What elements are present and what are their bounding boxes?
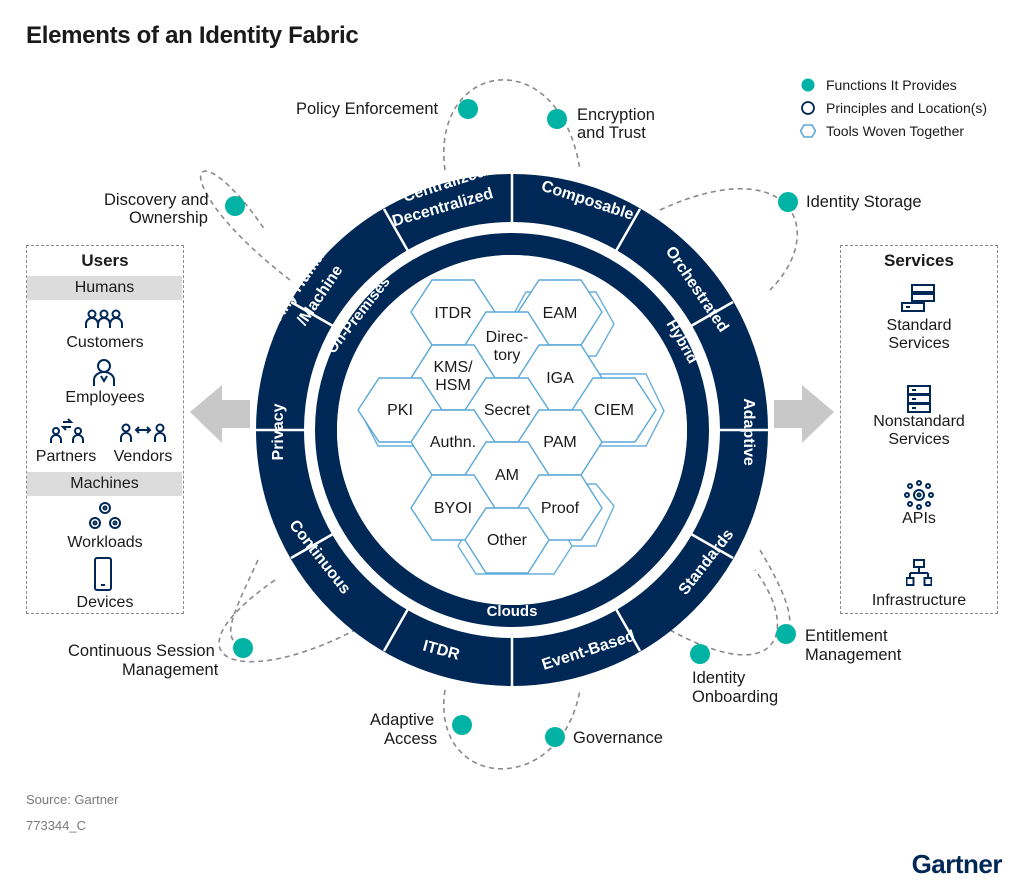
customers-label: Customers: [66, 334, 144, 351]
users-panel: [26, 245, 184, 614]
function-discovery-2: Ownership: [129, 209, 208, 227]
nonstandard-services-label: Nonstandard Services: [873, 413, 965, 448]
function-discovery-1: Discovery and: [104, 191, 209, 209]
hex-iga: IGA: [546, 370, 574, 387]
function-encryption-1: Encryption: [577, 106, 655, 124]
legend-functions: Functions It Provides: [826, 77, 957, 93]
gartner-logo: Gartner: [911, 849, 1003, 879]
hex-directory-1: Direc-: [486, 329, 529, 346]
function-governance: Governance: [573, 729, 663, 747]
hex-byoi: BYOI: [434, 500, 472, 517]
function-adaptive-2: Access: [384, 730, 438, 748]
hex-secret: Secret: [484, 402, 531, 419]
hex-pam: PAM: [543, 434, 576, 451]
orbit-paths: [199, 79, 798, 770]
users-title: Users: [81, 251, 129, 270]
standard-services-label: Standard Services: [886, 317, 952, 352]
page-title: Elements of an Identity Fabric: [26, 22, 359, 49]
ring-separators: [256, 174, 768, 686]
hex-other: Other: [487, 532, 528, 549]
workloads-label: Workloads: [67, 534, 143, 551]
left-arrow: [190, 385, 250, 443]
right-arrow: [774, 385, 834, 443]
vendors-label: Vendors: [113, 448, 173, 465]
function-policy-enforcement: Policy Enforcement: [296, 100, 439, 118]
legend-principles: Principles and Location(s): [826, 100, 988, 116]
ring-label-privacy: Privacy: [270, 403, 287, 460]
machines-header: Machines: [27, 472, 182, 496]
hex-eam: EAM: [543, 305, 578, 322]
humans-header: Humans: [27, 276, 182, 300]
customers-icon: [85, 309, 123, 328]
partners-label: Partners: [35, 448, 97, 465]
services-title: Services: [884, 251, 954, 270]
function-adaptive-1: Adaptive: [370, 711, 435, 729]
function-session-2: Management: [122, 661, 219, 679]
apis-label: APIs: [902, 510, 936, 527]
mobile-device-icon: [94, 557, 112, 591]
infrastructure-icon: [906, 559, 932, 586]
legend-hexagon-icon: [800, 124, 816, 138]
legend-dot-icon: [801, 78, 815, 92]
hex-directory-2: tory: [494, 347, 521, 364]
vendors-icon: [120, 423, 166, 442]
function-identity-storage: Identity Storage: [806, 193, 922, 211]
inner-ring: [315, 233, 709, 627]
hex-proof: Proof: [541, 500, 580, 517]
function-onboarding-1: Identity: [692, 669, 746, 687]
partners-icon: [50, 418, 84, 443]
legend-ring-icon: [801, 101, 815, 115]
api-icon: [904, 480, 934, 510]
function-entitlement-2: Management: [805, 646, 902, 664]
figure-id: 773344_C: [26, 818, 86, 833]
hex-am: AM: [495, 467, 519, 484]
hex-kms-2: HSM: [435, 377, 471, 394]
function-encryption-2: and Trust: [577, 124, 646, 142]
function-onboarding-2: Onboarding: [692, 688, 779, 706]
employees-label: Employees: [65, 389, 145, 406]
function-session-1: Continuous Session: [68, 642, 215, 660]
function-dots: [225, 99, 798, 747]
services-panel: [840, 245, 998, 614]
hexagon-grid: [357, 279, 665, 575]
server-network-icon: [901, 284, 935, 312]
infrastructure-label: Infrastructure: [871, 592, 967, 609]
devices-label: Devices: [76, 594, 134, 611]
workloads-icon: [89, 502, 121, 529]
server-rack-icon: [907, 385, 931, 413]
hex-pki: PKI: [387, 402, 413, 419]
hex-itdr: ITDR: [434, 305, 471, 322]
hex-kms-1: KMS/: [433, 359, 473, 376]
function-entitlement-1: Entitlement: [805, 627, 888, 645]
hex-authn: Authn.: [430, 434, 476, 451]
ring-label-clouds: Clouds: [487, 603, 538, 620]
employee-icon: [93, 359, 115, 386]
hex-ciem: CIEM: [594, 402, 634, 419]
legend-tools: Tools Woven Together: [826, 123, 965, 139]
ring-label-adaptive: Adaptive: [740, 398, 757, 466]
source-note: Source: Gartner: [26, 792, 119, 807]
